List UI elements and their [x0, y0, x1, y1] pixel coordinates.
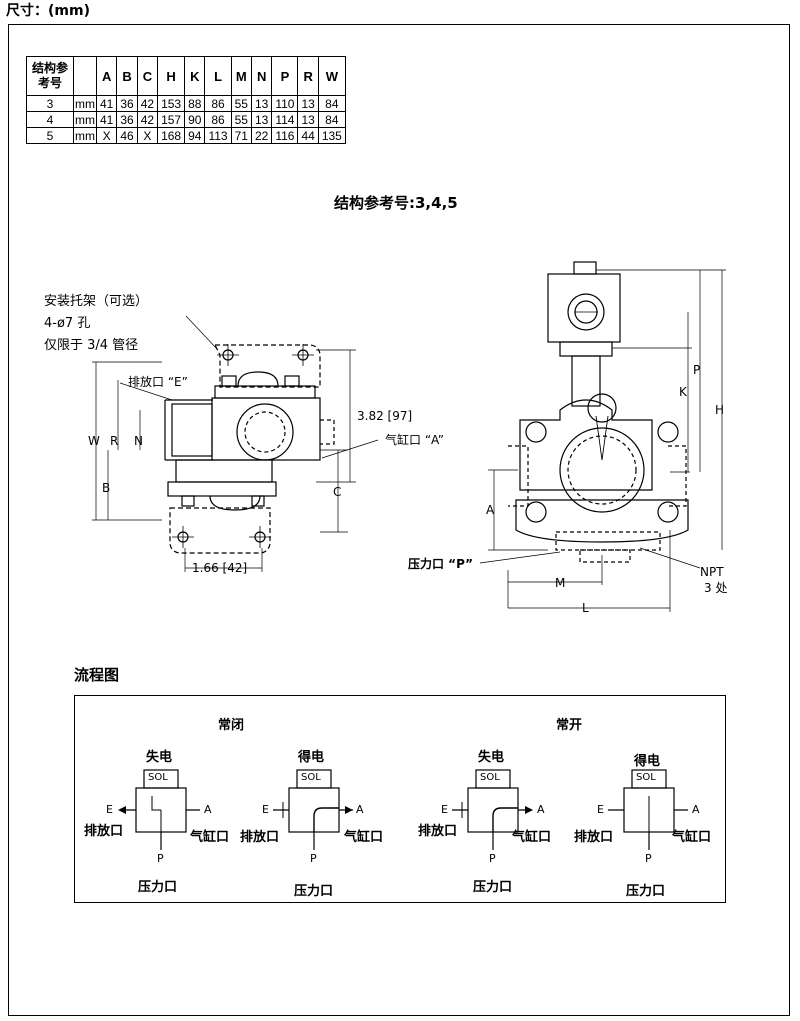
port-p-label: P [310, 852, 317, 865]
label-pressure-p: 压力口 “P” [408, 556, 473, 571]
value-cell: 94 [184, 127, 206, 144]
table-row: 4 mm 41 36 42 157 90 86 55 13 114 13 84 [26, 111, 346, 128]
value-cell: 135 [317, 127, 346, 144]
label-k: K [679, 385, 688, 399]
bracket-note-line2: 4-ø7 孔 [44, 316, 91, 331]
label-dim-166: 1.66 [42] [192, 561, 247, 575]
construction-title: 结构参考号:3,4,5 [334, 194, 458, 212]
table-header-row: 结构参考号 A B C H K L M N P R W [26, 56, 346, 96]
label-h: H [715, 403, 724, 417]
port-p-label: P [157, 852, 164, 865]
port-e-label: E [106, 803, 113, 816]
port-p-label: P [489, 852, 496, 865]
value-cell: 13 [250, 95, 273, 112]
sol-label: SOL [636, 772, 656, 783]
unit-cell: mm [73, 111, 97, 128]
col-header: C [136, 56, 159, 96]
bracket-note-line1: 安装托架（可选） [44, 294, 149, 309]
unit-cell: mm [73, 127, 97, 144]
dimension-table: 结构参考号 A B C H K L M N P R W 3 mm 41 36 4… [26, 56, 346, 144]
flow-energized-label: 得电 [634, 754, 661, 769]
sol-label: SOL [480, 772, 500, 783]
sol-label: SOL [148, 772, 168, 783]
value-cell: 84 [317, 95, 346, 112]
value-cell: 71 [230, 127, 252, 144]
cylinder-port-label: 气缸口 [512, 830, 552, 845]
label-m: M [555, 576, 565, 590]
value-cell: 153 [157, 95, 186, 112]
value-cell: 42 [136, 95, 159, 112]
label-a-dim: A [486, 503, 495, 517]
pressure-port-label: 压力口 [473, 880, 513, 895]
port-a-label: A [204, 803, 212, 816]
port-e-label: E [597, 803, 604, 816]
col-header: W [317, 56, 346, 96]
pressure-port-label: 压力口 [626, 884, 666, 899]
exhaust-port-label: 排放口 [574, 830, 614, 845]
drawing-frame [8, 24, 790, 1016]
value-cell: 42 [136, 111, 159, 128]
value-cell: X [136, 127, 159, 144]
port-a-label: A [356, 803, 364, 816]
exhaust-port-label: 排放口 [84, 824, 124, 839]
label-npt: NPT [700, 565, 724, 579]
label-l: L [582, 601, 589, 615]
flow-nc-title: 常闭 [218, 718, 245, 733]
label-n: N [134, 434, 143, 448]
flow-energized-label: 得电 [298, 750, 325, 765]
bracket-note-line3: 仅限于 3/4 管径 [44, 338, 139, 353]
value-cell: 13 [297, 95, 319, 112]
value-cell: 116 [271, 127, 299, 144]
label-npt-count: 3 处 [704, 581, 727, 595]
port-a-label: A [692, 803, 700, 816]
label-w: W [88, 434, 100, 448]
label-b: B [102, 481, 110, 495]
port-a-label: A [537, 803, 545, 816]
flow-chart-box [74, 695, 726, 903]
value-cell: 36 [116, 111, 138, 128]
label-r: R [110, 434, 118, 448]
value-cell: 13 [250, 111, 273, 128]
table-row: 5 mm X 46 X 168 94 113 71 22 116 44 135 [26, 127, 346, 144]
cylinder-port-label: 气缸口 [190, 830, 230, 845]
flow-deenergized-label: 失电 [478, 750, 505, 765]
port-e-label: E [441, 803, 448, 816]
flow-no-title: 常开 [556, 718, 583, 733]
flow-deenergized-label: 失电 [146, 750, 173, 765]
col-header: H [157, 56, 186, 96]
unit-cell: mm [73, 95, 97, 112]
pressure-port-label: 压力口 [294, 884, 334, 899]
port-e-label: E [262, 803, 269, 816]
value-cell: 36 [116, 95, 138, 112]
exhaust-port-label: 排放口 [240, 830, 280, 845]
value-cell: 22 [250, 127, 273, 144]
exhaust-port-label: 排放口 [418, 824, 458, 839]
ref-header: 结构参考号 [26, 56, 74, 96]
pressure-port-label: 压力口 [138, 880, 178, 895]
value-cell: 41 [95, 95, 118, 112]
value-cell: 46 [116, 127, 138, 144]
label-p: P [693, 363, 700, 377]
port-p-label: P [645, 852, 652, 865]
page-header: 尺寸：(mm) [6, 3, 90, 19]
cylinder-port-label: 气缸口 [672, 830, 712, 845]
label-cylinder-a: 气缸口 “A” [385, 432, 444, 447]
label-exhaust-e: 排放口 “E” [128, 374, 188, 389]
table-row: 3 mm 41 36 42 153 88 86 55 13 110 13 84 [26, 95, 346, 112]
value-cell: 44 [297, 127, 319, 144]
cylinder-port-label: 气缸口 [344, 830, 384, 845]
flow-title: 流程图 [74, 666, 120, 684]
value-cell: 113 [204, 127, 232, 144]
label-c: C [333, 485, 341, 499]
sol-label: SOL [301, 772, 321, 783]
col-header: R [297, 56, 319, 96]
label-dim-382: 3.82 [97] [357, 409, 412, 423]
